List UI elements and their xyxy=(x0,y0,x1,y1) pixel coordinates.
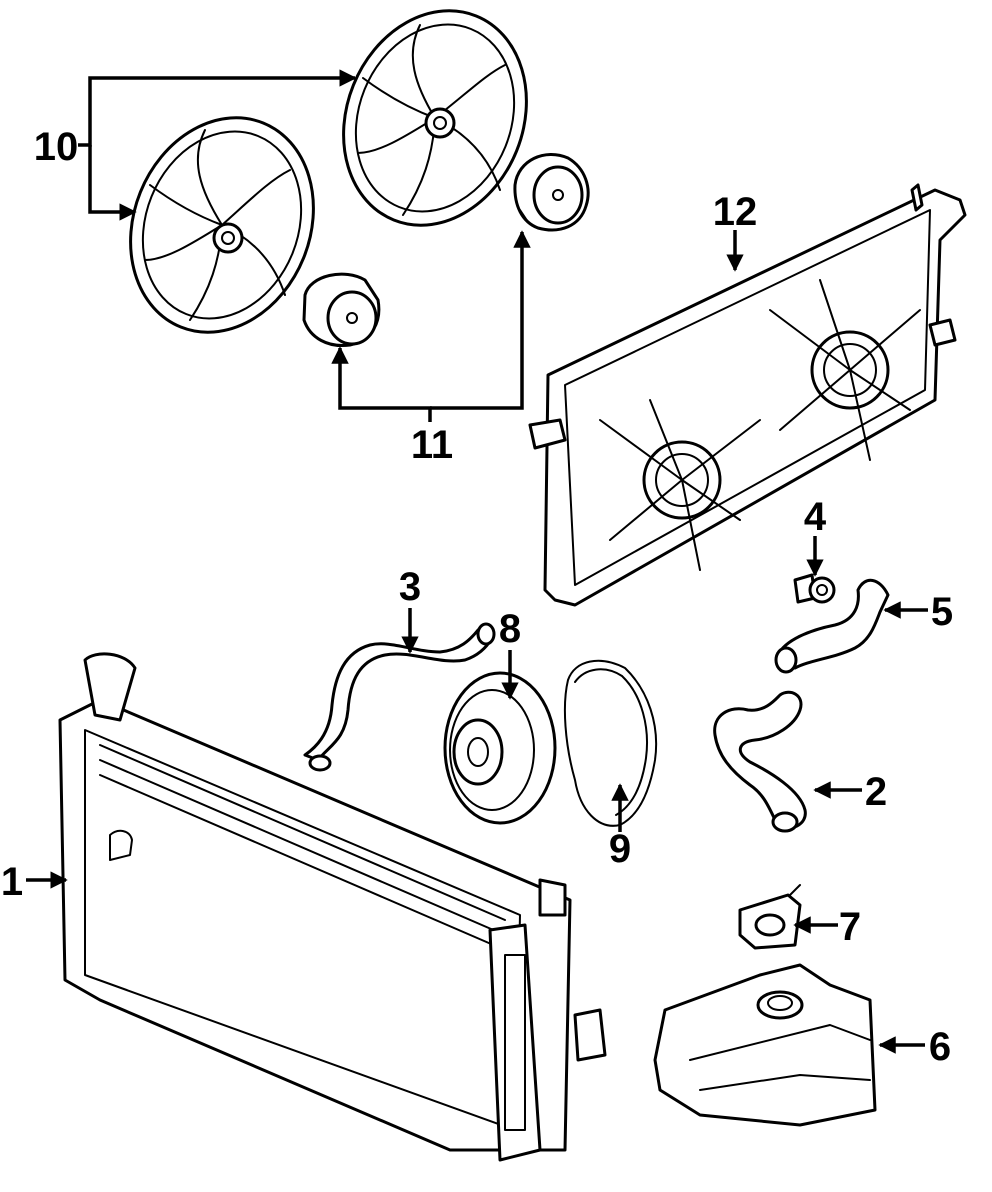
callout-3: 3 xyxy=(399,565,421,609)
water-pump-pulley xyxy=(443,671,557,825)
callout-1: 1 xyxy=(1,860,23,904)
water-pump-gasket xyxy=(563,659,658,827)
callout-9: 9 xyxy=(609,827,631,871)
callout-2: 2 xyxy=(865,770,887,814)
upper-radiator-hose xyxy=(303,622,496,772)
fan-motor-right xyxy=(513,152,590,232)
callout-6: 6 xyxy=(929,1025,951,1069)
radiator xyxy=(58,652,607,1162)
fan-shroud xyxy=(528,183,967,607)
callout-10: 10 xyxy=(34,125,79,169)
thermostat-housing xyxy=(774,579,890,674)
callout-8: 8 xyxy=(499,607,521,651)
leader-lines xyxy=(26,69,928,1054)
thermostat-bolt xyxy=(793,573,836,604)
callout-12: 12 xyxy=(713,190,758,234)
callout-11: 11 xyxy=(411,423,453,467)
callout-5: 5 xyxy=(931,590,953,634)
lower-radiator-hose xyxy=(713,690,807,833)
cooling-fan-left xyxy=(129,116,315,334)
fan-motor-left xyxy=(302,272,381,348)
callout-7: 7 xyxy=(839,905,861,949)
callout-4: 4 xyxy=(804,495,827,539)
coolant-reservoir xyxy=(653,963,877,1127)
reservoir-cap-bracket xyxy=(738,884,802,950)
